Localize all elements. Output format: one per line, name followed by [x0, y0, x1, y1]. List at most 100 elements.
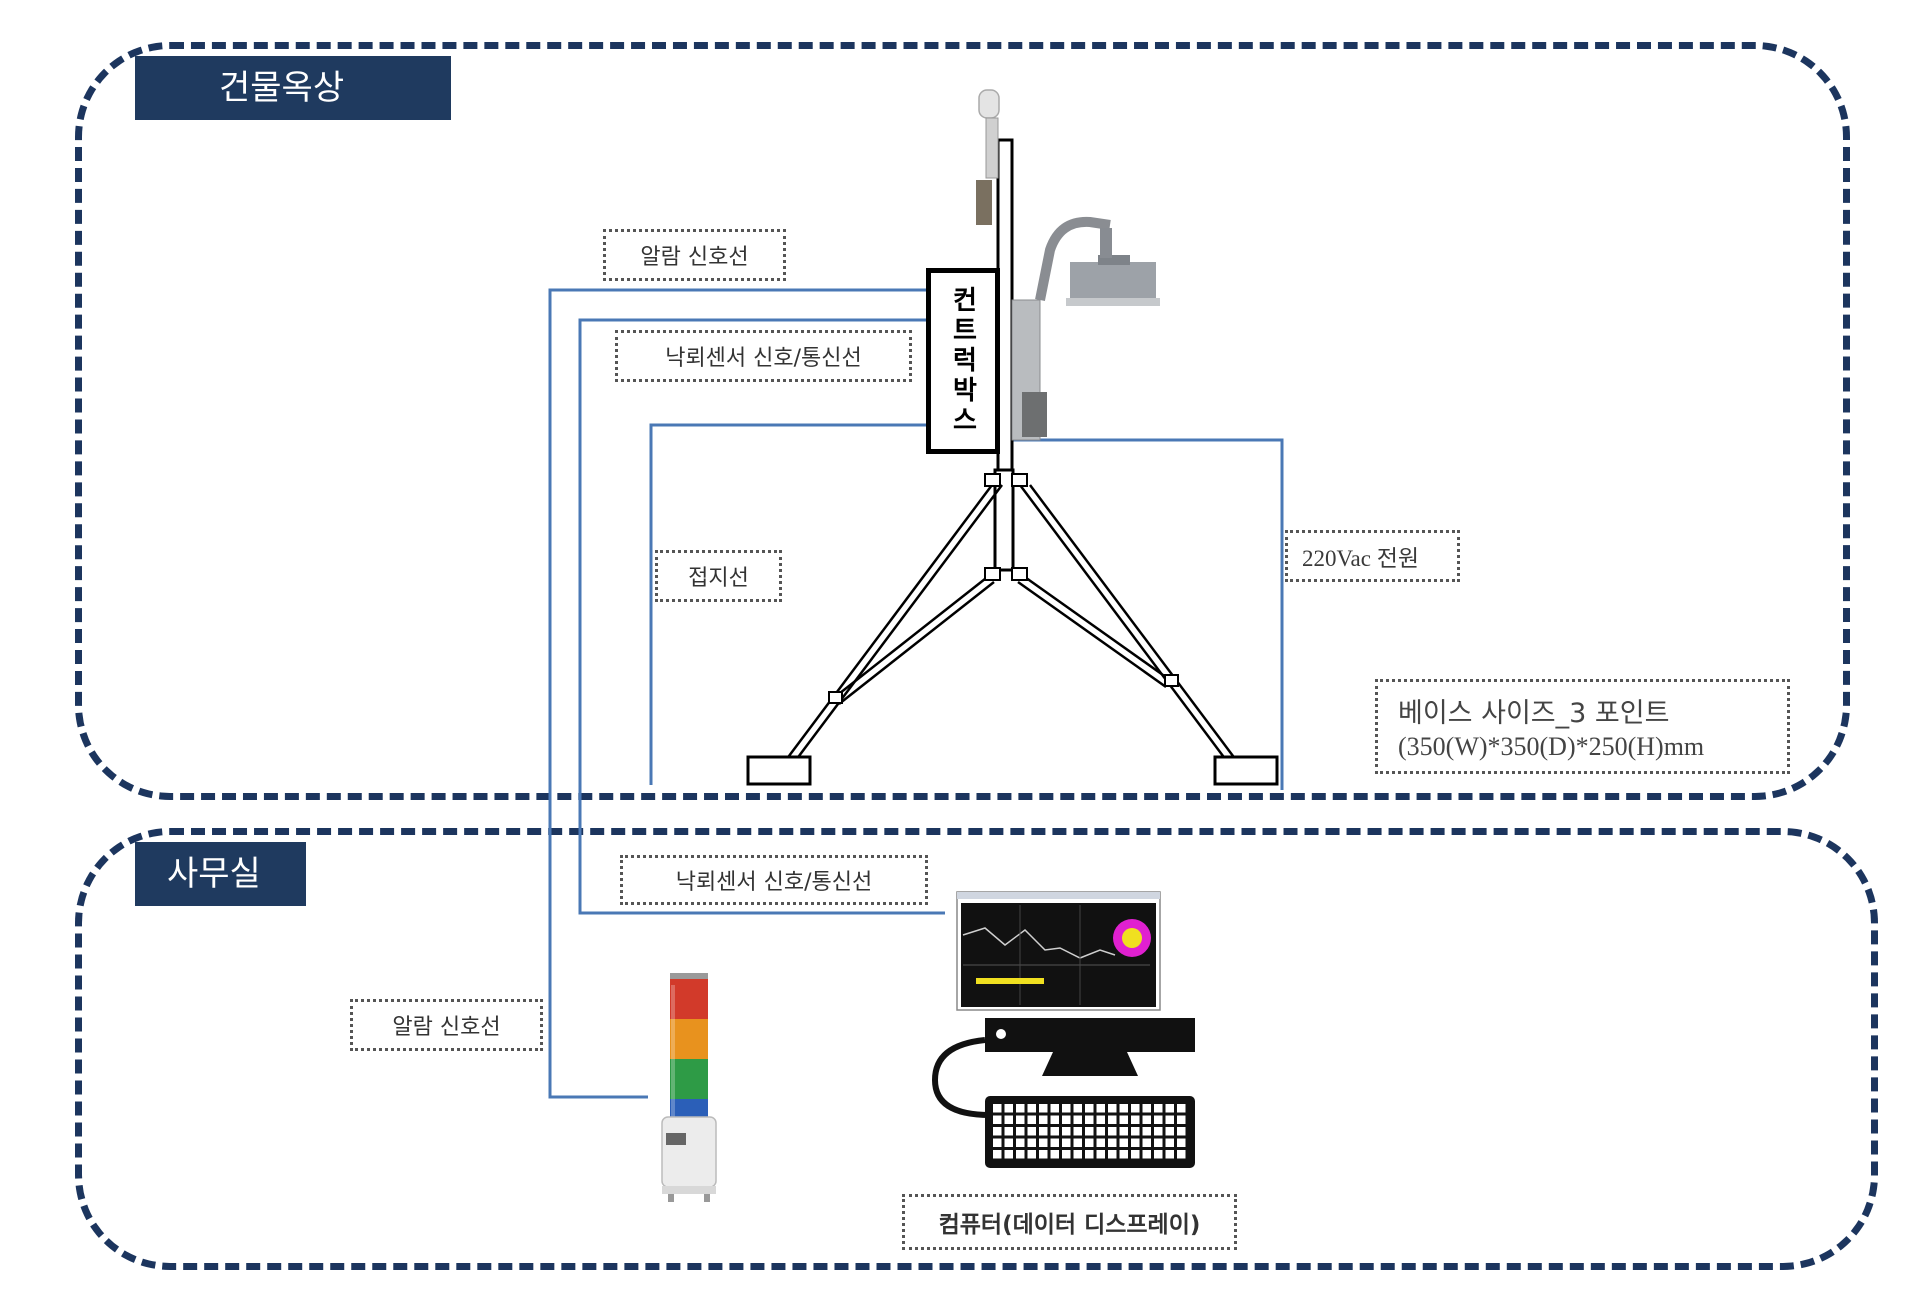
weather-mast	[746, 89, 1279, 786]
keyboard-key	[1004, 1127, 1013, 1136]
keyboard-keys	[993, 1104, 1186, 1159]
keyboard-key	[1016, 1150, 1025, 1159]
keyboard-key	[1039, 1127, 1048, 1136]
keyboard-key	[1119, 1127, 1128, 1136]
signal-tower-icon	[661, 973, 717, 1202]
keyboard-key	[1108, 1115, 1117, 1124]
keyboard-key	[1062, 1127, 1071, 1136]
keyboard-key	[1096, 1115, 1105, 1124]
keyboard-key	[1142, 1115, 1151, 1124]
keyboard-key	[1027, 1138, 1036, 1147]
keyboard-key	[1039, 1115, 1048, 1124]
keyboard-key	[1108, 1104, 1117, 1113]
keyboard-key	[1050, 1150, 1059, 1159]
power-label: 220Vac 전원	[1285, 530, 1460, 582]
keyboard-key	[1004, 1138, 1013, 1147]
keyboard-key	[1073, 1104, 1082, 1113]
keyboard-key	[1039, 1138, 1048, 1147]
keyboard-key	[1154, 1127, 1163, 1136]
keyboard-key	[1062, 1115, 1071, 1124]
base-size-line1: 베이스 사이즈_3 포인트	[1398, 698, 1670, 729]
keyboard-key	[1004, 1150, 1013, 1159]
alarm-signal-label-top: 알람 신호선	[603, 229, 786, 281]
keyboard-key	[1085, 1104, 1094, 1113]
base-foot-right	[1213, 755, 1279, 786]
keyboard-key	[1131, 1115, 1140, 1124]
keyboard-key	[1096, 1104, 1105, 1113]
control-box: 컨트럭박스	[926, 268, 1000, 454]
keyboard-key	[1154, 1138, 1163, 1147]
keyboard-key	[1016, 1127, 1025, 1136]
keyboard-key	[1016, 1138, 1025, 1147]
keyboard-key	[1131, 1138, 1140, 1147]
keyboard-key	[1177, 1150, 1186, 1159]
keyboard-key	[993, 1150, 1002, 1159]
keyboard-key	[1016, 1115, 1025, 1124]
keyboard-key	[1108, 1127, 1117, 1136]
base-size-label: 베이스 사이즈_3 포인트 (350(W)*350(D)*250(H)mm	[1375, 679, 1790, 774]
keyboard-key	[1027, 1115, 1036, 1124]
keyboard-key	[1177, 1138, 1186, 1147]
lightning-sensor-label-bottom: 낙뢰센서 신호/통신선	[620, 855, 928, 905]
rooftop-title: 건물옥상	[135, 56, 451, 120]
keyboard-key	[1085, 1127, 1094, 1136]
keyboard-key	[1165, 1127, 1174, 1136]
lightning-wire	[578, 318, 945, 915]
mast-pole	[996, 138, 1014, 472]
office-title: 사무실	[135, 842, 306, 906]
keyboard-key	[1004, 1104, 1013, 1113]
ground-wire	[649, 423, 926, 785]
mast-lower	[993, 468, 1015, 572]
keyboard-key	[1062, 1138, 1071, 1147]
keyboard-key	[1165, 1150, 1174, 1159]
ground-wire-label: 접지선	[655, 550, 782, 602]
keyboard-key	[993, 1115, 1002, 1124]
tripod	[778, 484, 1244, 769]
keyboard-key	[1119, 1138, 1128, 1147]
keyboard-key	[1177, 1104, 1186, 1113]
keyboard-key	[1154, 1115, 1163, 1124]
keyboard-key	[1027, 1104, 1036, 1113]
keyboard-key	[1073, 1127, 1082, 1136]
keyboard-key	[1050, 1115, 1059, 1124]
keyboard-key	[1096, 1138, 1105, 1147]
keyboard-key	[1073, 1115, 1082, 1124]
keyboard-key	[1050, 1104, 1059, 1113]
keyboard-key	[1085, 1138, 1094, 1147]
keyboard-key	[1016, 1104, 1025, 1113]
keyboard-key	[1131, 1150, 1140, 1159]
keyboard-key	[1131, 1104, 1140, 1113]
keyboard-key	[1165, 1115, 1174, 1124]
keyboard-key	[1108, 1138, 1117, 1147]
rooftop-zone	[75, 42, 1850, 800]
monitor	[985, 1018, 1195, 1052]
power-wire	[1000, 438, 1284, 790]
lightning-sensor-label-top: 낙뢰센서 신호/통신선	[615, 330, 912, 382]
keyboard-key	[993, 1127, 1002, 1136]
keyboard-key	[1050, 1138, 1059, 1147]
keyboard-key	[1062, 1150, 1071, 1159]
keyboard-key	[1073, 1138, 1082, 1147]
keyboard-key	[1142, 1138, 1151, 1147]
alarm-signal-label-bottom: 알람 신호선	[350, 999, 543, 1051]
keyboard-key	[1027, 1150, 1036, 1159]
weather-sensor-icon	[976, 89, 1000, 225]
keyboard-key	[1119, 1115, 1128, 1124]
base-size-line2: (350(W)*350(D)*250(H)mm	[1398, 732, 1705, 761]
keyboard-key	[1119, 1104, 1128, 1113]
computer-icon	[931, 891, 1195, 1168]
keyboard-key	[1073, 1150, 1082, 1159]
keyboard-key	[1131, 1127, 1140, 1136]
keyboard-key	[1062, 1104, 1071, 1113]
wires	[548, 288, 1284, 1099]
keyboard-key	[1142, 1127, 1151, 1136]
mount-box	[1022, 392, 1047, 437]
control-box-label: 컨트럭박스	[947, 286, 978, 436]
keyboard-key	[1154, 1150, 1163, 1159]
keyboard-key	[1039, 1104, 1048, 1113]
keyboard-key	[1085, 1115, 1094, 1124]
keyboard-key	[1119, 1150, 1128, 1159]
computer-label: 컴퓨터(데이터 디스프레이)	[902, 1194, 1237, 1250]
keyboard-key	[1004, 1115, 1013, 1124]
base-foot-left	[746, 755, 812, 786]
